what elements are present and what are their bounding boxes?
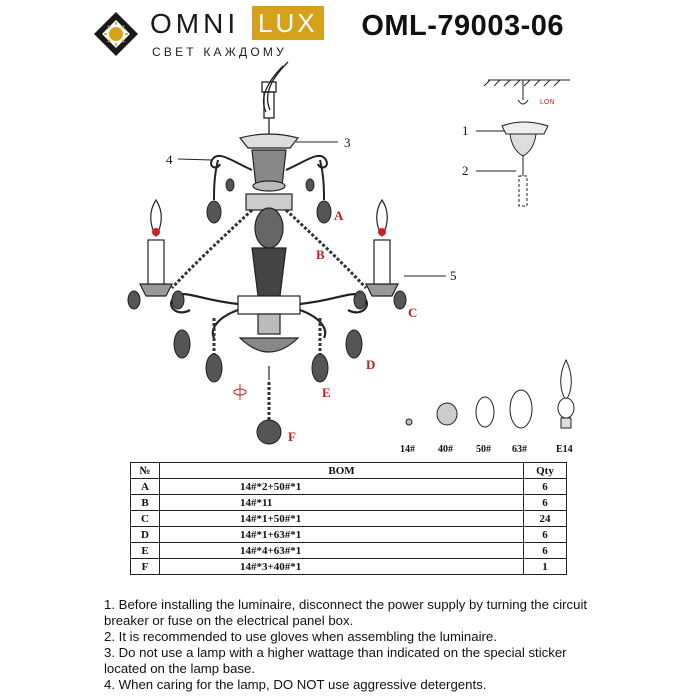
legend-label-e14: E14 [556,444,573,455]
bom-header-bom: BOM [159,462,524,479]
note-4: 4. When caring for the lamp, DO NOT use … [104,677,487,692]
bom-header-row: № BOM Qty [130,462,567,479]
bom-cell-spec: 14#*11 [159,494,524,511]
callout-2: 2 [462,163,469,178]
marker-c: C [408,305,417,320]
marker-d: D [366,357,375,372]
table-row: C 14#*1+50#*1 24 [130,510,567,527]
brand-lux-badge: LUX [252,6,324,40]
marker-a: A [334,208,344,223]
bom-cell-no: E [130,542,160,559]
callout-4: 4 [166,152,173,167]
brand-tagline: СВЕТ КАЖДОМУ [152,45,287,59]
bom-cell-qty: 6 [523,494,567,511]
bom-cell-qty: 1 [523,558,567,575]
candle-left [139,198,173,297]
brand-logo: OMNI LUX СВЕТ КАЖДОМУ [92,4,332,64]
note-3: 3. Do not use a lamp with a higher watta… [104,645,567,676]
bom-cell-no: D [130,526,160,543]
brand-word: OMNI [150,8,240,39]
hanging-rod [261,61,289,136]
crystals-d [173,329,363,359]
crystals-a [206,178,332,224]
note-1: 1. Before installing the luminaire, disc… [104,597,588,628]
legend-label-14: 14# [400,444,415,455]
upper-arms [210,154,328,201]
bom-cell-no: A [130,478,160,495]
top-cup [238,133,300,192]
bom-cell-qty: 6 [523,478,567,495]
bom-cell-spec: 14#*3+40#*1 [159,558,524,575]
bom-cell-qty: 6 [523,542,567,559]
bom-header-qty: Qty [523,462,567,479]
bom-cell-no: B [130,494,160,511]
table-row: A 14#*2+50#*1 6 [130,478,567,495]
bom-cell-spec: 14#*1+50#*1 [159,510,524,527]
bom-cell-spec: 14#*4+63#*1 [159,542,524,559]
safety-notes: 1. Before installing the luminaire, disc… [104,597,604,693]
chandelier-diagram: 3 4 5 1 2 A B C D E F LON 14# 40# 50# 63… [127,61,575,455]
legend-label-50: 50# [476,444,491,455]
table-row: E 14#*4+63#*1 6 [130,542,567,559]
crystal-legend [405,358,575,429]
bom-cell-spec: 14#*2+50#*1 [159,478,524,495]
bottom-drop [256,382,282,445]
callout-3: 3 [344,135,351,150]
bom-cell-no: F [130,558,160,575]
table-row: B 14#*11 6 [130,494,567,511]
central-column [237,193,301,380]
bead-garlands [170,208,368,290]
table-row: F 14#*3+40#*1 1 [130,558,567,575]
callout-5: 5 [450,268,457,283]
marker-f: F [288,429,296,444]
callout-lines [177,130,516,277]
bom-cell-qty: 6 [523,526,567,543]
omnilux-diamond-icon [94,12,138,56]
ceiling-mount-detail [483,79,570,207]
rotate-hint-icons [233,384,247,400]
legend-label-63: 63# [512,444,527,455]
candle-right [365,198,399,297]
note-2: 2. It is recommended to use gloves when … [104,629,497,644]
crystals-e [212,318,322,354]
callout-1: 1 [462,123,469,138]
bom-header-no: № [130,462,160,479]
model-number: OML-79003-06 [361,10,564,42]
ceiling-lon-label: LON [540,99,554,106]
bom-cell-no: C [130,510,160,527]
bom-cell-spec: 14#*1+63#*1 [159,526,524,543]
marker-b: B [316,247,325,262]
bom-table: № BOM Qty A 14#*2+50#*1 6 B 14#*11 6 C 1… [130,462,567,575]
crystals-c [127,290,407,310]
marker-e: E [322,385,331,400]
table-row: D 14#*1+63#*1 6 [130,526,567,543]
legend-label-40: 40# [438,444,453,455]
bom-cell-qty: 24 [523,510,567,527]
